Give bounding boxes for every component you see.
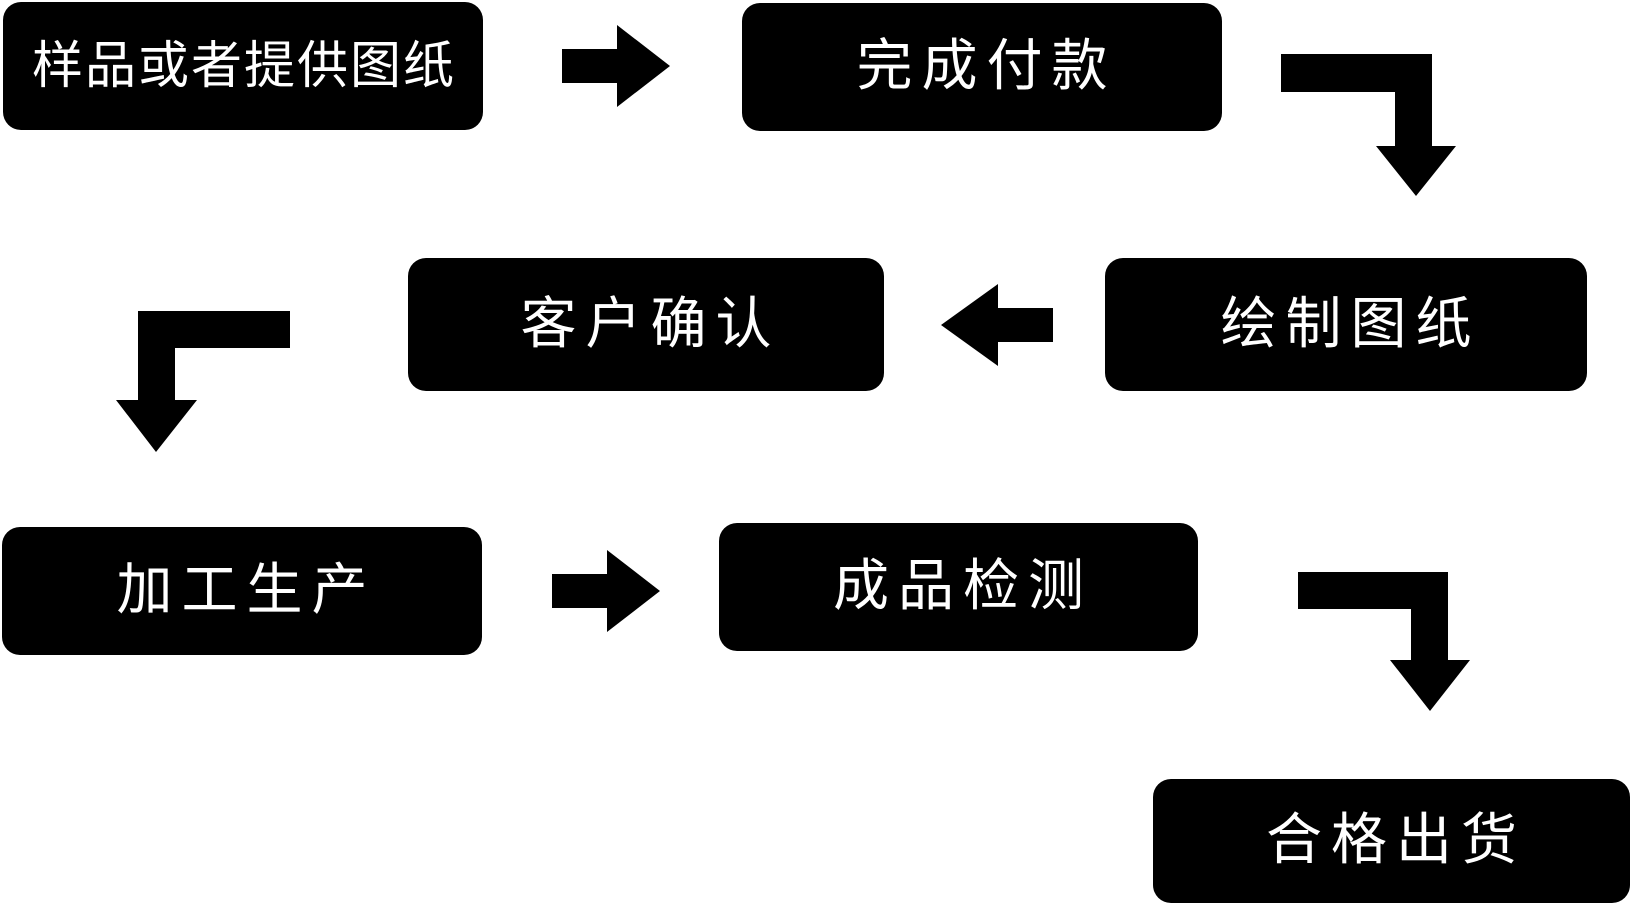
elbow-arrow-right-down-icon xyxy=(1298,572,1470,711)
elbow-arrow-left-down-icon xyxy=(116,311,290,452)
flow-node-finished-product-inspection: 成品检测 xyxy=(719,523,1198,651)
flow-node-processing-production: 加工生产 xyxy=(2,527,482,655)
arrow-left-icon xyxy=(941,284,1053,366)
arrow-right-icon xyxy=(552,550,660,632)
flow-node-complete-payment: 完成付款 xyxy=(742,3,1222,131)
flow-node-customer-confirmation: 客户确认 xyxy=(408,258,884,391)
arrow-right-icon xyxy=(562,25,670,107)
flow-node-qualified-shipment: 合格出货 xyxy=(1153,779,1630,903)
flow-node-draw-drawings: 绘制图纸 xyxy=(1105,258,1587,391)
flow-node-sample-or-provide-drawing: 样品或者提供图纸 xyxy=(3,2,483,130)
elbow-arrow-right-down-icon xyxy=(1281,54,1456,196)
